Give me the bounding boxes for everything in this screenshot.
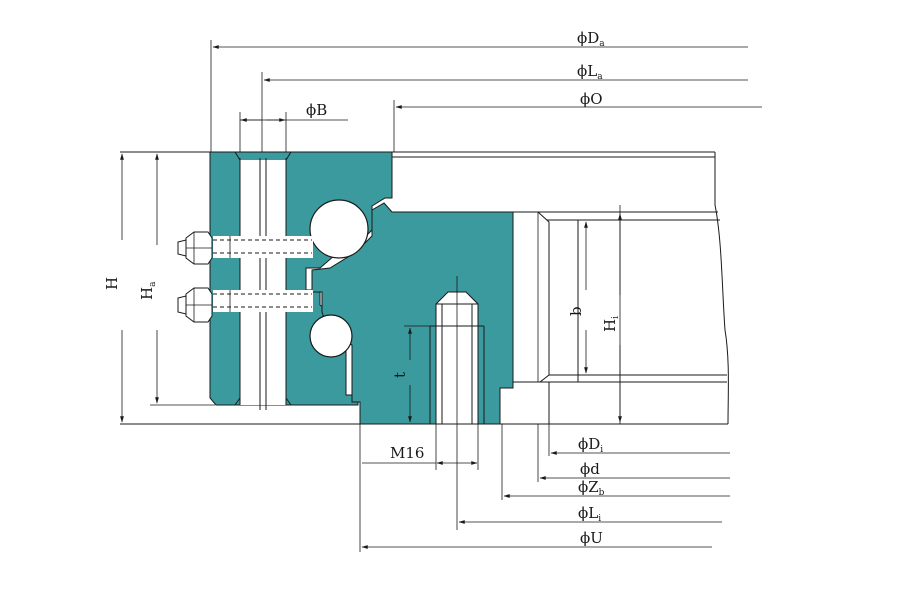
dim-d	[537, 424, 730, 482]
dim-La	[261, 72, 748, 152]
tapped-hole-m16	[429, 276, 485, 530]
label-H: H	[103, 277, 121, 290]
outer-bolt-hole	[234, 151, 292, 410]
label-U: ϕU	[580, 529, 603, 547]
label-t: t	[391, 372, 409, 378]
label-Zb: ϕZb	[578, 478, 605, 498]
dim-U	[359, 424, 712, 552]
label-Ha: Ha	[138, 281, 158, 300]
label-M16: M16	[390, 444, 424, 462]
radial-threaded-holes	[213, 236, 313, 312]
dim-Zb	[501, 424, 730, 500]
label-Da: ϕDa	[577, 29, 605, 49]
dim-t	[404, 325, 430, 423]
grease-nipple-upper	[177, 231, 213, 265]
dim-Di	[548, 424, 730, 456]
label-Li: ϕLi	[578, 504, 601, 524]
grease-nipple-lower	[177, 287, 213, 323]
label-b: b	[567, 306, 585, 316]
lower-ball	[309, 314, 353, 358]
dim-B	[239, 112, 348, 152]
label-Di: ϕDi	[578, 435, 603, 455]
dim-Da	[210, 40, 748, 152]
inner-ring-body	[499, 211, 579, 425]
label-B: ϕB	[306, 101, 327, 119]
dim-M16	[362, 424, 479, 470]
upper-ball	[309, 199, 369, 259]
label-Hi: Hi	[601, 316, 621, 332]
dim-O	[393, 100, 762, 152]
dim-Ha	[150, 153, 215, 406]
label-O: ϕO	[580, 90, 603, 108]
label-d: ϕd	[580, 460, 600, 478]
label-La: ϕLa	[577, 62, 603, 82]
